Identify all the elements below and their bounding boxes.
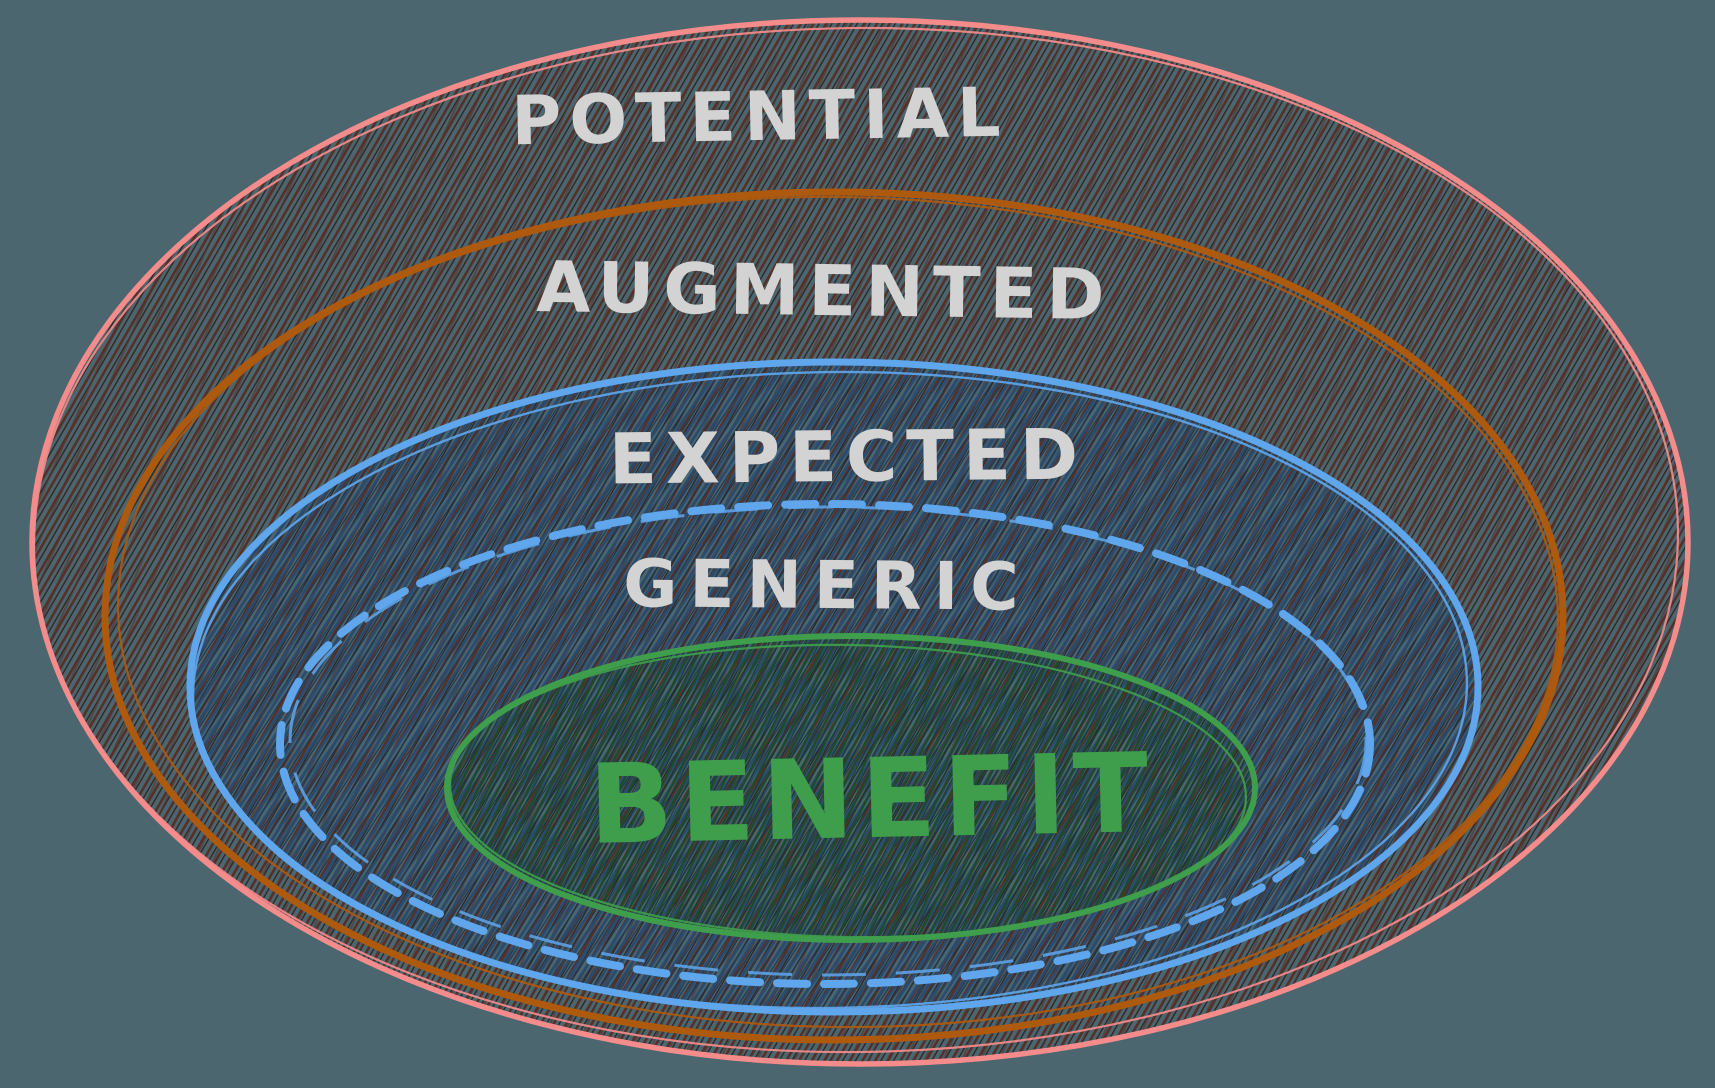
benefit-ellipse-sketch-echo	[448, 643, 1248, 939]
augmented-ellipse-sketch-echo	[116, 195, 1560, 1029]
benefit-ellipse	[444, 633, 1258, 943]
expected-ellipse	[186, 358, 1482, 1016]
potential-ellipse	[29, 17, 1691, 1067]
generic-ellipse	[276, 500, 1374, 988]
benefit-hatch-fill	[447, 636, 1255, 940]
generic-ellipse-sketch-echo	[288, 505, 1368, 977]
augmented-ellipse	[101, 188, 1567, 1044]
potential-ellipse-sketch-echo	[32, 26, 1680, 1054]
expected-ellipse-sketch-echo	[191, 370, 1469, 1010]
